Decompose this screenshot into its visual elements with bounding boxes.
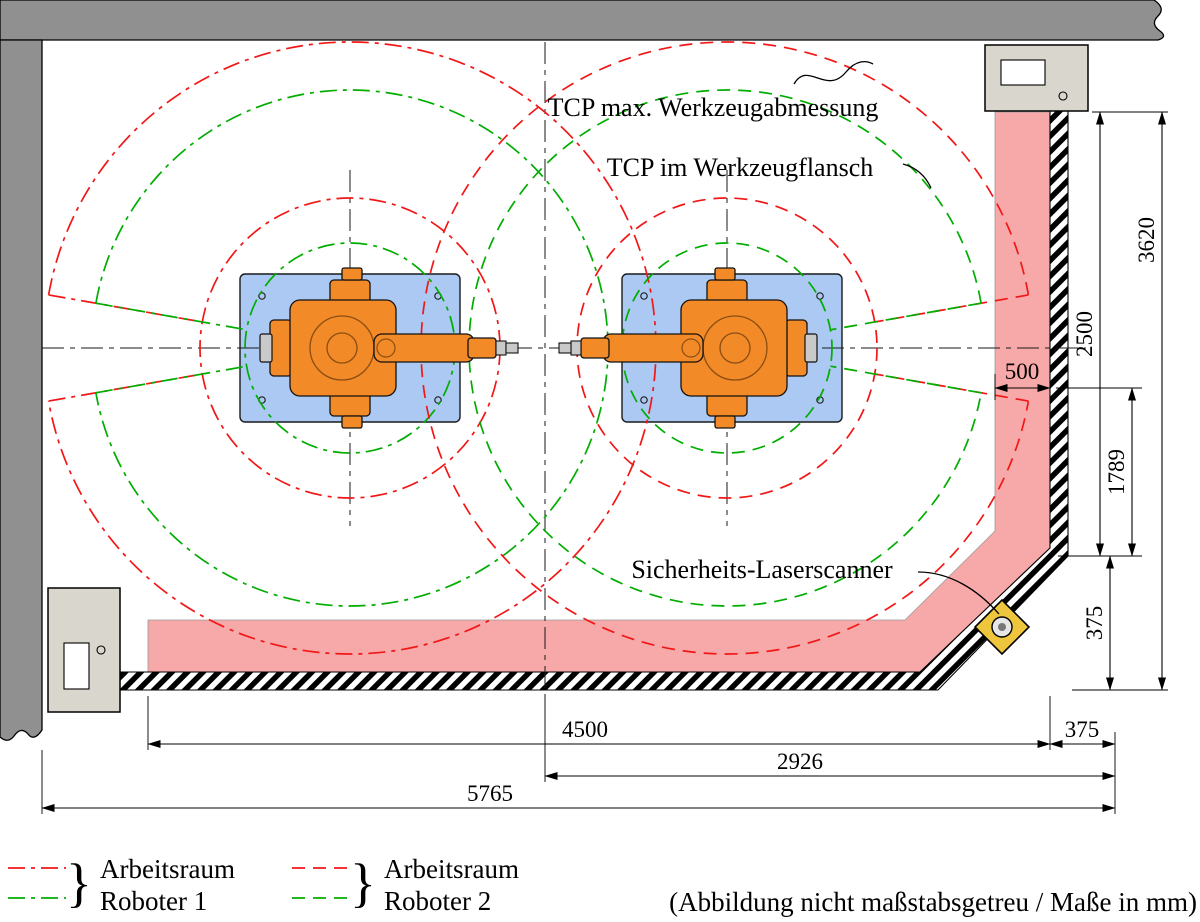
label-laserscanner: Sicherheits-Laserscanner	[631, 555, 893, 584]
legend-robot1-line1: Arbeitsraum	[100, 854, 235, 884]
annotations: TCP max. Werkzeugabmessung TCP im Werkze…	[548, 60, 1000, 615]
robot1-green-sector-line-lower	[95, 365, 247, 394]
dim-label-500: 500	[1005, 359, 1040, 384]
cabinet-knob-icon	[1058, 91, 1068, 101]
label-tcp-max: TCP max. Werkzeugabmessung	[548, 93, 879, 122]
leader-laserscanner	[917, 571, 1000, 615]
dim-label-5765: 5765	[467, 781, 513, 806]
legend-brace-2: }	[350, 853, 376, 913]
top-wall	[0, 0, 1165, 41]
control-cabinet-top-right	[984, 44, 1089, 112]
dim-label-3620: 3620	[1134, 217, 1159, 263]
dim-label-2926: 2926	[777, 749, 823, 774]
walls	[0, 0, 1165, 741]
dim-label-1789: 1789	[1104, 449, 1129, 495]
dim-label-375-right: 375	[1082, 606, 1107, 641]
robot2-green-inner-circle	[621, 242, 833, 454]
cabinet-display	[63, 642, 90, 690]
robot2-red-sector-line-upper	[874, 294, 1029, 323]
dim-label-2500: 2500	[1072, 311, 1097, 357]
dimensions: 4500 375 2926 5765 500 2500 1789 375 362…	[41, 111, 1168, 814]
scale-note: (Abbildung nicht maßstabsgetreu / Maße i…	[669, 887, 1197, 917]
legend-robot2-line1: Arbeitsraum	[384, 854, 519, 884]
robot2-green-sector-line-lower	[830, 365, 982, 394]
robot2-green-sector-line-upper	[830, 302, 982, 331]
safety-laser-scanner	[973, 598, 1031, 656]
robot1-red-sector-line-upper	[48, 294, 203, 323]
cabinet-display	[1000, 59, 1046, 86]
robot1-red-sector-line-lower	[48, 373, 203, 402]
control-cabinet-bottom-left	[47, 587, 121, 713]
label-tcp-flansch: TCP im Werkzeugflansch	[607, 153, 874, 182]
robot1-green-sector-line-upper	[95, 302, 247, 331]
robot2-red-sector-line-lower	[874, 373, 1029, 402]
dim-label-4500: 4500	[562, 717, 608, 742]
legend-robot1-line2: Roboter 1	[100, 886, 207, 916]
leader-tcp-flansch	[902, 163, 932, 189]
legend-brace-1: }	[66, 853, 92, 913]
legend: } Arbeitsraum Roboter 1 } Arbeitsraum Ro…	[8, 853, 1197, 917]
left-wall	[0, 39, 43, 741]
leader-tcp-max	[793, 60, 874, 85]
dim-label-375-bottom: 375	[1065, 717, 1100, 742]
cabinet-knob-icon	[96, 645, 106, 655]
legend-robot2-line2: Roboter 2	[384, 886, 491, 916]
scanner-lens	[998, 623, 1006, 631]
